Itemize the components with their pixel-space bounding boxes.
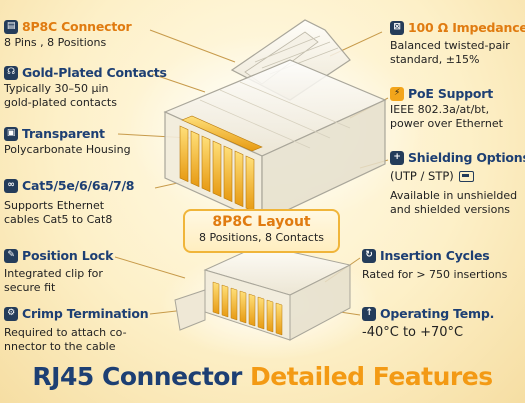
heading-part-2: Detailed Features: [250, 362, 493, 391]
cable-icon: [458, 170, 474, 182]
feature-sub-text: (UTP / STP): [390, 169, 454, 183]
connector-bottom: [174, 244, 352, 341]
feature-title: ⚡ PoE Support: [390, 86, 503, 101]
leader-gold: [151, 73, 206, 93]
layout-callout: 8P8C Layout 8 Positions, 8 Contacts: [183, 209, 340, 253]
feature-shielding-options: + Shielding Options (UTP / STP) Availabl…: [390, 150, 525, 217]
thermometer-icon: ↑: [362, 306, 376, 321]
feature-crimp-termination: ⚙ Crimp Termination Required to attach c…: [4, 306, 149, 354]
feature-desc: nnector to the cable: [4, 340, 116, 353]
feature-title: ⚙ Crimp Termination: [4, 306, 149, 321]
headphone-icon: ☊: [4, 65, 18, 80]
leader-lock: [114, 256, 186, 279]
feature-position-lock: ✎ Position Lock Integrated clip for secu…: [4, 248, 113, 295]
page-heading: RJ45 Connector Detailed Features: [0, 362, 525, 391]
feature-title: ▤ 8P8C Connector: [4, 19, 132, 34]
feature-8p8c-connector: ▤ 8P8C Connector 8 Pins , 8 Positions: [4, 19, 132, 50]
feature-title-text: Gold-Plated Contacts: [22, 65, 167, 80]
feature-title: ▣ Transparent: [4, 126, 131, 141]
feature-cat-support: ∞ Cat5/5e/6/6a/7/8 Supports Ethernet cab…: [4, 178, 135, 227]
feature-title-text: PoE Support: [408, 86, 493, 101]
feature-desc: Typically 30–50 µin: [4, 82, 109, 95]
feature-desc: -40°C to +70°C: [362, 325, 464, 340]
feature-desc: secure fit: [4, 281, 56, 294]
feature-desc: 8 Pins , 8 Positions: [4, 36, 107, 49]
feature-title: + Shielding Options: [390, 150, 525, 165]
lightning-icon: ⚡: [390, 86, 404, 101]
feature-desc: Available in unshielded: [390, 189, 518, 202]
feature-title-text: 8P8C Connector: [22, 19, 132, 34]
feature-desc: Rated for > 750 insertions: [362, 268, 508, 281]
feature-title: ☊ Gold-Plated Contacts: [4, 65, 167, 80]
feature-transparent-housing: ▣ Transparent Polycarbonate Housing: [4, 126, 131, 157]
feature-desc: Required to attach co-: [4, 326, 127, 339]
feature-desc: Polycarbonate Housing: [4, 143, 131, 156]
feature-insertion-cycles: ↻ Insertion Cycles Rated for > 750 inser…: [362, 248, 507, 282]
feature-title-text: Shielding Options: [408, 150, 525, 165]
feature-title-text: Operating Temp.: [380, 306, 495, 321]
layout-title: 8P8C Layout: [212, 214, 311, 230]
feature-desc: gold-plated contacts: [4, 96, 117, 109]
crimp-icon: ⚙: [4, 306, 18, 321]
heading-part-1: RJ45 Connector: [32, 362, 242, 391]
leader-operating: [339, 311, 361, 316]
feature-impedance: ⊠ 100 Ω Impedance Balanced twisted-pair …: [390, 20, 525, 67]
feature-desc: power over Ethernet: [390, 117, 503, 130]
feature-title-text: Transparent: [22, 126, 105, 141]
feature-desc: and shielded versions: [390, 203, 511, 216]
feature-title-text: Position Lock: [22, 248, 114, 263]
layout-subtitle: 8 Positions, 8 Contacts: [198, 231, 325, 244]
plus-icon: +: [390, 150, 404, 165]
feature-title: ↻ Insertion Cycles: [362, 248, 507, 263]
feature-title-text: 100 Ω Impedance: [408, 20, 525, 35]
link-icon: ∞: [4, 178, 18, 193]
feature-title: ✎ Position Lock: [4, 248, 113, 263]
feature-desc: IEEE 802.3a/at/bt,: [390, 103, 490, 116]
feature-title: ∞ Cat5/5e/6/6a/7/8: [4, 178, 135, 193]
feature-title-text: Insertion Cycles: [380, 248, 490, 263]
ethernet-icon: ▤: [4, 19, 18, 34]
feature-desc: Balanced twisted-pair: [390, 39, 510, 52]
feature-poe-support: ⚡ PoE Support IEEE 802.3a/at/bt, power o…: [390, 86, 503, 131]
feature-title: ↑ Operating Temp.: [362, 306, 494, 321]
feature-desc: Supports Ethernet: [4, 199, 105, 212]
feature-gold-contacts: ☊ Gold-Plated Contacts Typically 30–50 µ…: [4, 65, 167, 110]
feature-operating-temp: ↑ Operating Temp. -40°C to +70°C: [362, 306, 494, 340]
leader-connector: [149, 29, 236, 63]
housing-icon: ▣: [4, 126, 18, 141]
feature-title-text: Cat5/5e/6/6a/7/8: [22, 178, 135, 193]
pencil-icon: ✎: [4, 248, 18, 263]
feature-desc: Integrated clip for: [4, 267, 103, 280]
feature-sub: (UTP / STP): [390, 169, 525, 183]
feature-title: ⊠ 100 Ω Impedance: [390, 20, 525, 35]
feature-desc: standard, ±15%: [390, 53, 480, 66]
impedance-icon: ⊠: [390, 20, 404, 35]
connector-top: [163, 19, 387, 223]
feature-desc: cables Cat5 to Cat8: [4, 213, 113, 226]
feature-title-text: Crimp Termination: [22, 306, 149, 321]
cycle-icon: ↻: [362, 248, 376, 263]
